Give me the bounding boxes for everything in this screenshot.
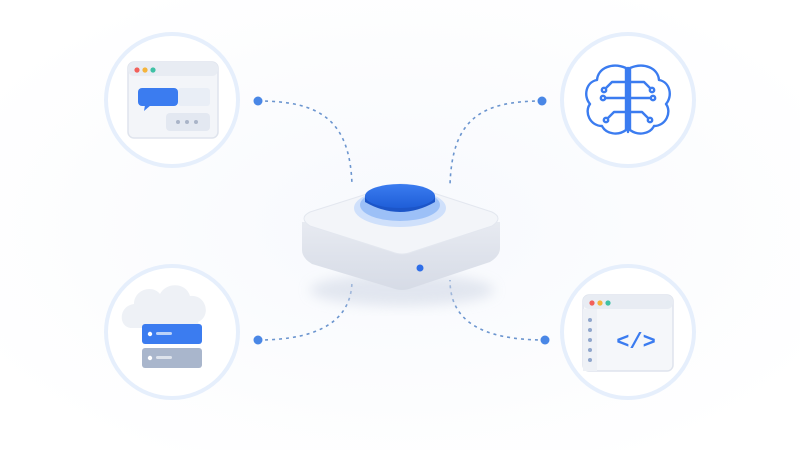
node-chat-window bbox=[104, 32, 240, 168]
server-rack-top bbox=[142, 324, 202, 344]
endpoint-dot bbox=[537, 96, 547, 106]
endpoint-dot bbox=[253, 96, 263, 106]
brain-circuit-icon bbox=[585, 64, 671, 135]
main-button[interactable] bbox=[365, 184, 435, 208]
node-ai-brain bbox=[560, 32, 696, 168]
smart-hub-device bbox=[302, 183, 500, 306]
connector-brain bbox=[449, 100, 543, 186]
server-rack-bottom bbox=[142, 348, 202, 368]
code-symbol: </> bbox=[616, 330, 656, 355]
chat-bubble-sent bbox=[138, 88, 178, 106]
node-cloud-servers bbox=[104, 264, 240, 400]
code-window-icon: </> bbox=[582, 294, 674, 372]
node-code-window: </> bbox=[560, 264, 696, 400]
endpoint-dot bbox=[540, 335, 550, 345]
endpoint-dot bbox=[253, 335, 263, 345]
cloud-server-icon bbox=[121, 285, 206, 368]
chat-window-icon bbox=[127, 61, 219, 139]
connector-endpoints bbox=[253, 96, 550, 345]
status-light bbox=[416, 264, 424, 272]
